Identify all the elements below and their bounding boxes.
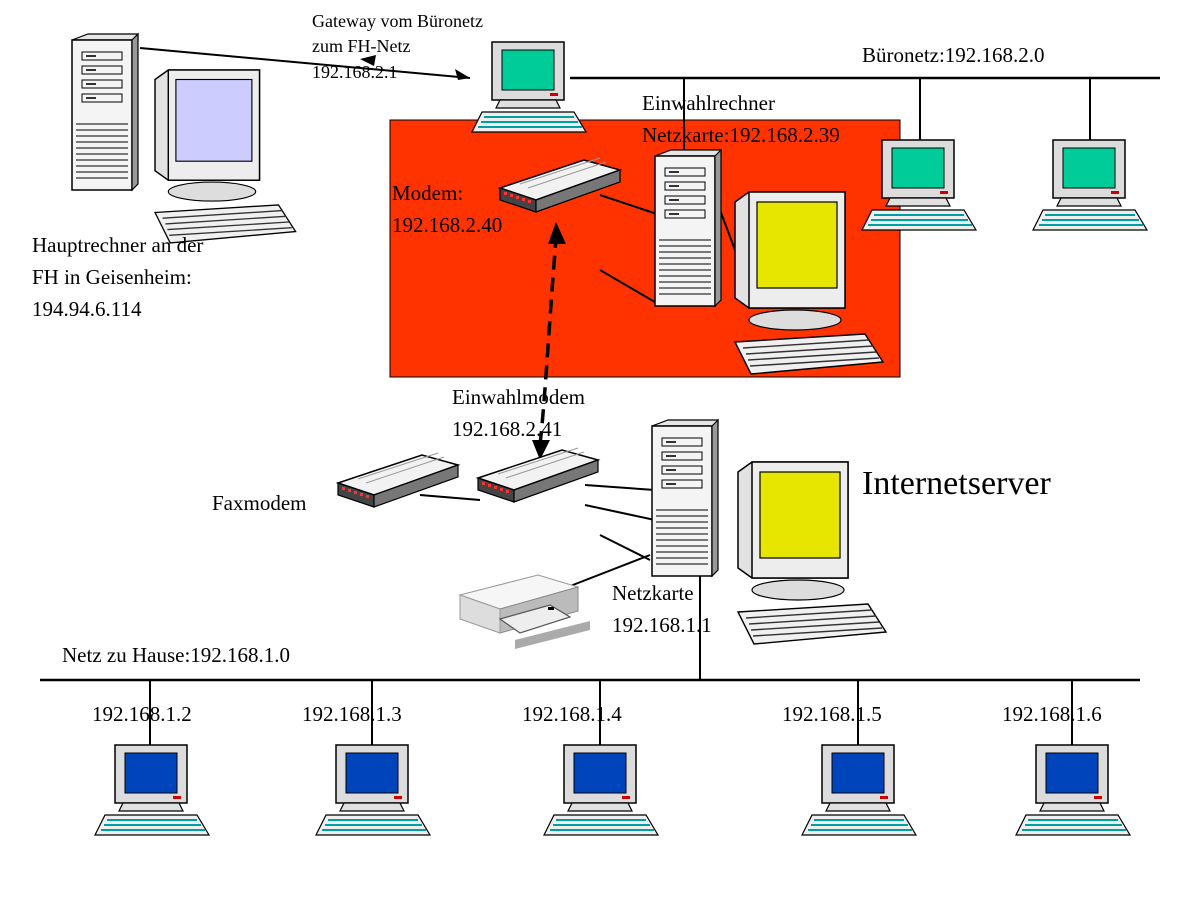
svg-text:Modem:: Modem:	[392, 181, 463, 205]
client-label-5: 192.168.1.6	[1002, 702, 1102, 726]
einwahlrechner-label: Einwahlrechner Netzkarte:192.168.2.39	[642, 91, 840, 147]
client-workstation-1	[94, 744, 210, 836]
gateway-workstation	[471, 41, 587, 133]
faxmodem-label: Faxmodem	[212, 491, 307, 515]
netz-zu-hause-label: Netz zu Hause:192.168.1.0	[62, 643, 290, 667]
svg-text:Hauptrechner an der: Hauptrechner an der	[32, 233, 203, 257]
internetserver-label: Internetserver	[862, 465, 1051, 502]
svg-text:Netzkarte: Netzkarte	[612, 581, 694, 605]
netzkarte-label: Netzkarte 192.168.1.1	[612, 581, 712, 637]
svg-text:Einwahlrechner: Einwahlrechner	[642, 91, 775, 115]
svg-text:192.168.2.40: 192.168.2.40	[392, 213, 502, 237]
office-workstation-2	[1032, 139, 1148, 231]
client-label-3: 192.168.1.4	[522, 702, 622, 726]
svg-text:zum FH-Netz: zum FH-Netz	[312, 36, 410, 56]
hauptrechner-label: Hauptrechner an der FH in Geisenheim: 19…	[32, 233, 203, 321]
svg-text:192.168.2.41: 192.168.2.41	[452, 417, 562, 441]
svg-text:Gateway vom Büronetz: Gateway vom Büronetz	[312, 11, 483, 31]
client-label-4: 192.168.1.5	[782, 702, 882, 726]
svg-text:FH in Geisenheim:: FH in Geisenheim:	[32, 265, 192, 289]
network-hub	[458, 574, 590, 649]
client-label-2: 192.168.1.3	[302, 702, 402, 726]
client-label-1: 192.168.1.2	[92, 702, 192, 726]
einwahlmodem-label: Einwahlmodem 192.168.2.41	[452, 385, 585, 441]
hauptrechner-tower	[71, 33, 139, 191]
gateway-link-line	[139, 47, 471, 79]
modem-label: Modem: 192.168.2.40	[392, 181, 502, 237]
svg-text:192.168.2.1: 192.168.2.1	[312, 62, 398, 82]
bueronetz-label: Büronetz:192.168.2.0	[862, 43, 1045, 67]
hauptrechner-monitor	[154, 69, 297, 244]
client-workstation-2	[315, 744, 431, 836]
client-workstation-5	[1015, 744, 1131, 836]
svg-text:192.168.1.1: 192.168.1.1	[612, 613, 712, 637]
svg-text:Netzkarte:192.168.2.39: Netzkarte:192.168.2.39	[642, 123, 840, 147]
client-workstation-3	[543, 744, 659, 836]
svg-text:194.94.6.114: 194.94.6.114	[32, 297, 142, 321]
gateway-label: Gateway vom Büronetz zum FH-Netz 192.168…	[312, 11, 483, 82]
fax-modem	[337, 452, 459, 508]
internetserver-tower	[651, 419, 719, 577]
svg-text:Einwahlmodem: Einwahlmodem	[452, 385, 585, 409]
dialup-modem	[477, 447, 599, 503]
einwahlrechner-tower	[654, 149, 722, 307]
client-workstation-4	[801, 744, 917, 836]
